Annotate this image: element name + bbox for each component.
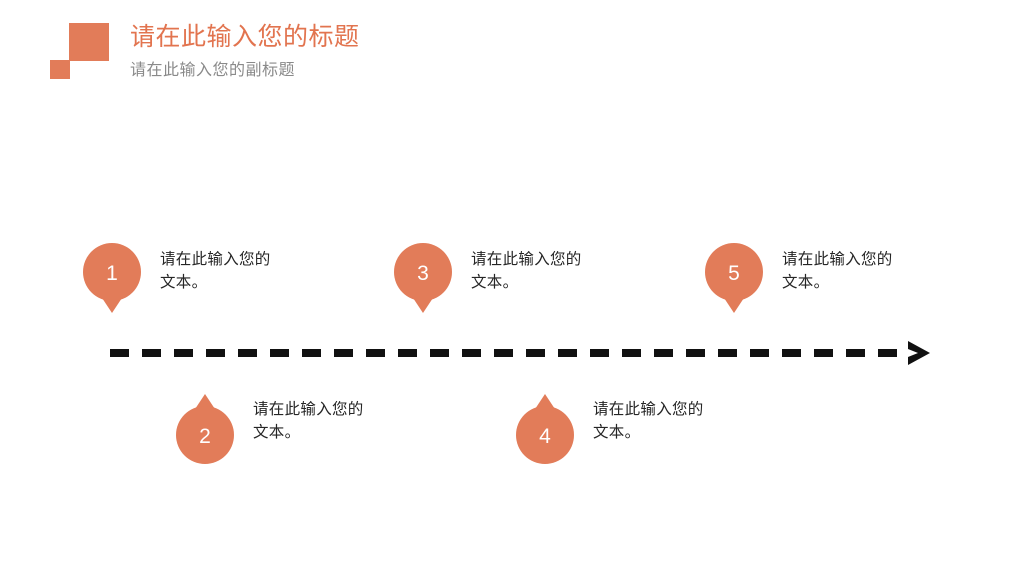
timeline-pin-1[interactable]: 1	[83, 243, 141, 313]
pin-circle-2-icon	[176, 406, 234, 464]
pin-number-3: 3	[417, 262, 429, 285]
timeline-text-2: 请在此输入您的 文本。	[253, 401, 364, 441]
pin-number-1: 1	[106, 262, 118, 285]
pin-number-5: 5	[728, 262, 740, 285]
pin-circle-4-icon	[516, 406, 574, 464]
timeline-pin-2[interactable]: 2	[176, 394, 234, 464]
page-title: 请在此输入您的标题	[130, 23, 360, 51]
pin-circle-3-icon	[394, 243, 452, 301]
pin-number-4: 4	[539, 425, 551, 448]
timeline-text-5: 请在此输入您的 文本。	[782, 251, 893, 291]
logo-square-small-icon	[50, 60, 70, 79]
timeline-text-4: 请在此输入您的 文本。	[593, 401, 704, 441]
pin-circle-5-icon	[705, 243, 763, 301]
logo-square-large-icon	[69, 23, 109, 61]
timeline-pin-4[interactable]: 4	[516, 394, 574, 464]
page-subtitle: 请在此输入您的副标题	[130, 62, 296, 79]
timeline-pin-5[interactable]: 5	[705, 243, 763, 313]
pin-number-2: 2	[199, 425, 211, 448]
timeline-axis	[110, 341, 930, 365]
pin-circle-1-icon	[83, 243, 141, 301]
timeline-pin-3[interactable]: 3	[394, 243, 452, 313]
timeline-dashed-line	[110, 349, 910, 357]
timeline-text-1: 请在此输入您的 文本。	[160, 251, 271, 291]
timeline-text-3: 请在此输入您的 文本。	[471, 251, 582, 291]
